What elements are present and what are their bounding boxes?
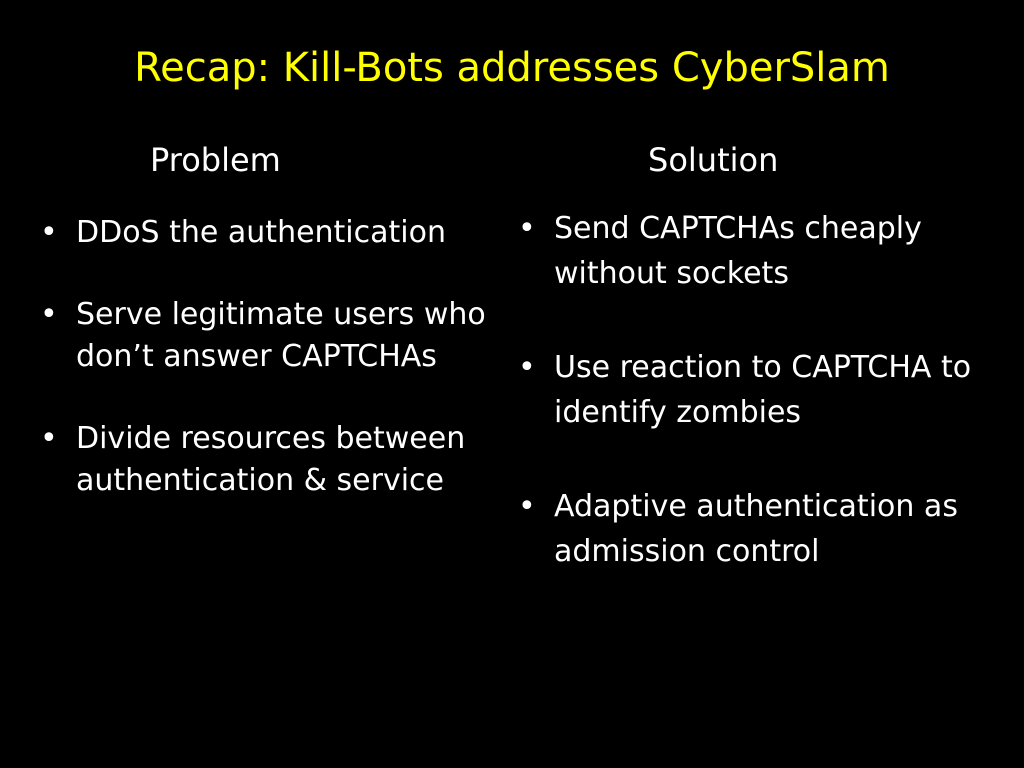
bullet-icon: • (40, 421, 58, 456)
problem-item-text: DDoS the authentication (76, 215, 446, 250)
bullet-icon: • (40, 297, 58, 332)
solution-item-send-captchas: • Send CAPTCHAs cheaply without sockets (518, 206, 1008, 296)
problem-item-text: Serve legitimate users who don’t answer … (76, 297, 486, 374)
problem-item-ddos: • DDoS the authentication (40, 212, 490, 254)
bullet-icon: • (518, 211, 536, 246)
solution-item-reaction: • Use reaction to CAPTCHA to identify zo… (518, 345, 1008, 435)
solution-item-text: Use reaction to CAPTCHA to identify zomb… (554, 350, 972, 430)
problem-item-text: Divide resources between authentication … (76, 421, 466, 498)
solution-list: • Send CAPTCHAs cheaply without sockets … (518, 206, 1008, 623)
solution-item-adaptive-auth: • Adaptive authentication as admission c… (518, 484, 1008, 574)
bullet-icon: • (518, 489, 536, 524)
solution-heading: Solution (648, 141, 779, 179)
bullet-icon: • (40, 215, 58, 250)
problem-list: • DDoS the authentication • Serve legiti… (40, 212, 490, 542)
slide-title: Recap: Kill-Bots addresses CyberSlam (134, 45, 890, 91)
problem-heading: Problem (150, 141, 281, 179)
problem-item-legitimate-users: • Serve legitimate users who don’t answe… (40, 294, 490, 378)
problem-item-divide-resources: • Divide resources between authenticatio… (40, 418, 490, 502)
solution-item-text: Adaptive authentication as admission con… (554, 489, 958, 569)
solution-item-text: Send CAPTCHAs cheaply without sockets (554, 211, 922, 291)
bullet-icon: • (518, 350, 536, 385)
